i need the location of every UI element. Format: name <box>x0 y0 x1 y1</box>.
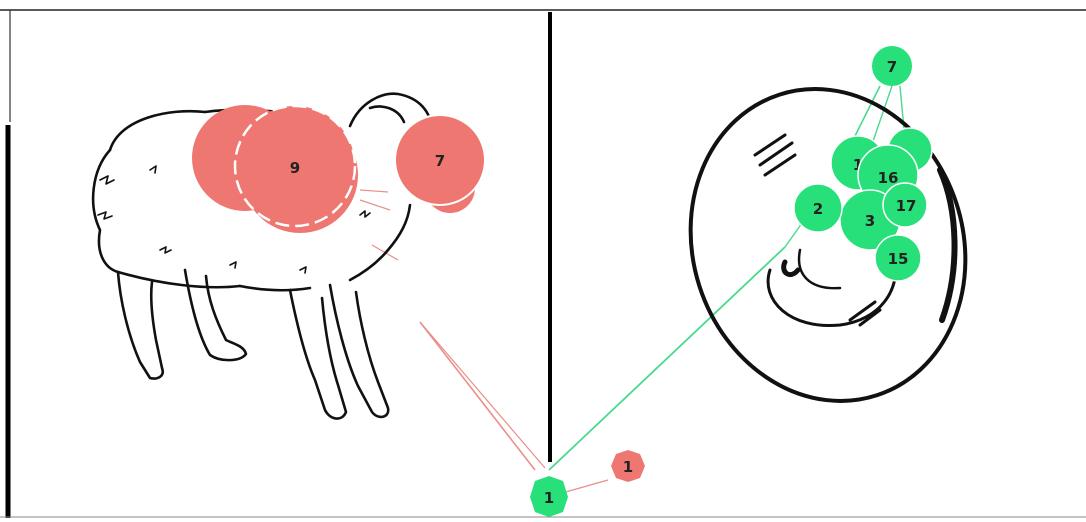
target-node-16-label: 16 <box>878 169 899 187</box>
target-drawing <box>651 53 1005 437</box>
center-green-node-label: 1 <box>544 489 554 507</box>
green-edge <box>549 247 785 470</box>
sheep-node-7-label: 7 <box>435 152 445 170</box>
target-node-3-label: 3 <box>865 212 875 230</box>
red-edge <box>360 200 390 210</box>
sheep-nodes: 9 7 <box>192 105 485 233</box>
target-node-17-label: 17 <box>896 197 917 215</box>
target-node-2-label: 2 <box>813 200 823 218</box>
sheep-node-9-label: 9 <box>290 159 300 177</box>
center-red-node-label: 1 <box>623 458 633 476</box>
target-node-15-label: 15 <box>888 250 909 268</box>
red-edge <box>420 322 545 468</box>
target-node-7-label: 7 <box>887 58 897 76</box>
bottom-nodes: 1 1 <box>530 450 645 517</box>
panel-frames <box>0 10 1086 518</box>
red-edge <box>360 190 388 192</box>
red-edge <box>420 322 535 470</box>
target-nodes: 7 1 16 3 17 2 15 <box>794 46 932 281</box>
